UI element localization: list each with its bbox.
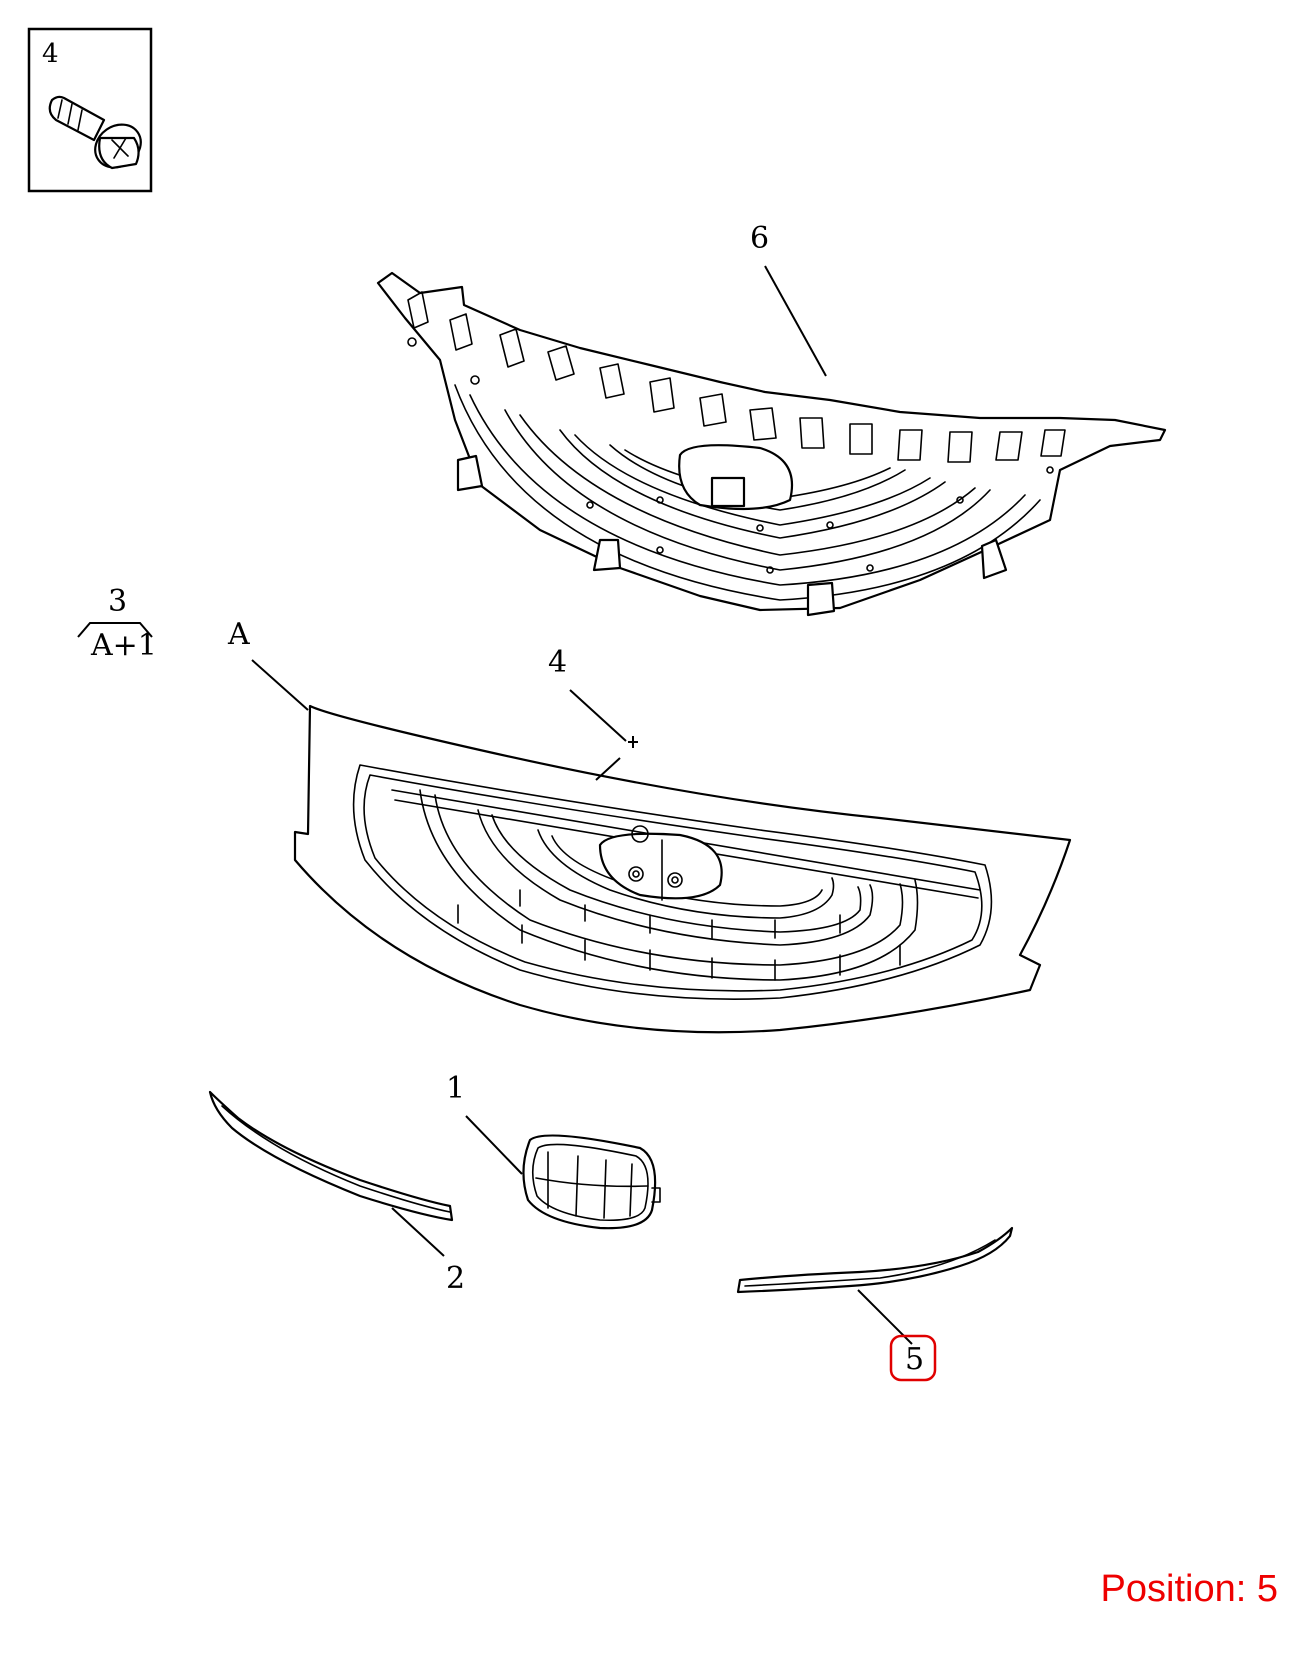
screw-inset-number: 4 xyxy=(42,39,59,69)
emblem-part[interactable] xyxy=(522,1134,661,1230)
grille-bracket[interactable] xyxy=(376,271,1167,617)
screw-number: 4 xyxy=(548,645,567,680)
emblem-leader xyxy=(465,1115,523,1175)
left-trim-leader xyxy=(391,1207,445,1257)
ref-number: 3 xyxy=(108,584,127,619)
grille-letter: A xyxy=(227,617,250,652)
left-trim-number: 2 xyxy=(446,1261,465,1296)
screw-inset-icon xyxy=(48,95,142,170)
highlight-box xyxy=(889,1334,937,1382)
right-trim-number: 5 xyxy=(905,1342,924,1377)
bracket-leader xyxy=(764,265,827,377)
reference-note: 3 A+1 xyxy=(77,584,157,663)
emblem-number: 1 xyxy=(446,1071,465,1106)
grille-panel[interactable] xyxy=(293,704,1072,1034)
position-label: Position: 5 xyxy=(1100,1568,1278,1610)
screw-leader xyxy=(569,689,627,742)
screw-position-mark[interactable] xyxy=(628,736,638,748)
right-trim-strip[interactable] xyxy=(736,1226,1014,1294)
bracket-number: 6 xyxy=(750,221,769,256)
ref-formula: A+1 xyxy=(90,628,157,663)
grille-leader xyxy=(251,659,309,711)
screw-inset[interactable]: 4 xyxy=(27,27,153,193)
left-trim-strip[interactable] xyxy=(208,1090,454,1222)
